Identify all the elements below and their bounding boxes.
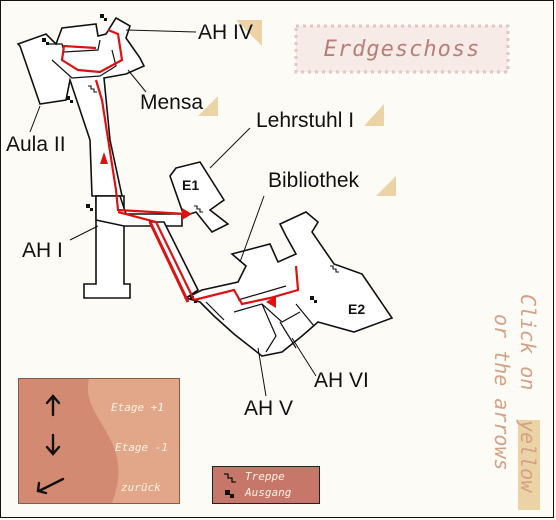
highlight-triangles[interactable] <box>198 20 396 196</box>
highlight-bibliothek[interactable] <box>376 176 396 196</box>
click-hint-yellow[interactable]: yellow <box>516 420 540 493</box>
label-mensa[interactable]: Mensa <box>140 91 204 114</box>
legend: Treppe Ausgang <box>212 466 320 504</box>
click-hint: Click on yellow or the arrows <box>488 292 548 512</box>
label-bibliothek[interactable]: Bibliothek <box>268 169 360 192</box>
label-ah1[interactable]: AH I <box>22 239 63 262</box>
title-decoration <box>294 24 510 74</box>
label-lehrstuhl[interactable]: Lehrstuhl I <box>256 109 355 132</box>
label-ah6[interactable]: AH VI <box>314 369 369 392</box>
wing-north[interactable] <box>16 16 146 197</box>
arrow-back-icon[interactable] <box>35 473 65 497</box>
click-hint-highlight <box>518 420 540 510</box>
highlight-mensa[interactable] <box>198 96 218 116</box>
route-arrow-right-icon <box>182 208 192 220</box>
exit-legend-icon <box>225 490 234 498</box>
evacuation-route <box>60 28 300 306</box>
label-e2[interactable]: E2 <box>348 301 366 317</box>
navigation-panel: Etage +1 Etage -1 zurück <box>18 378 180 504</box>
route-arrows <box>100 152 276 308</box>
stairs-legend-icon <box>224 473 236 483</box>
click-hint-line1: Click on <box>516 294 540 391</box>
page-title: Erdgeschoss <box>323 36 481 62</box>
nav-floor-up[interactable]: Etage +1 <box>111 401 164 414</box>
label-aula2[interactable]: Aula II <box>6 133 66 156</box>
arrow-down-icon[interactable] <box>41 433 65 457</box>
stairs-icons <box>88 85 339 273</box>
leader-lines <box>29 29 317 397</box>
label-ah5[interactable]: AH V <box>244 397 294 420</box>
nav-panel-shape <box>87 379 179 503</box>
wing-south[interactable] <box>183 211 394 357</box>
arrow-up-icon[interactable] <box>41 393 65 417</box>
nav-back[interactable]: zurück <box>121 481 161 494</box>
nav-floor-down[interactable]: Etage -1 <box>115 441 168 454</box>
highlight-ah4[interactable] <box>236 20 262 46</box>
legend-exit: Ausgang <box>245 486 292 499</box>
legend-stairs: Treppe <box>245 470 285 483</box>
label-ah4[interactable]: AH IV <box>198 21 253 44</box>
route-arrow-left-icon <box>266 296 276 308</box>
page-title-box: Erdgeschoss <box>296 26 508 72</box>
label-e1[interactable]: E1 <box>182 177 200 193</box>
click-hint-line2: or the arrows <box>490 314 514 471</box>
route-arrow-down-icon <box>100 152 108 164</box>
highlight-lehrstuhl[interactable] <box>364 104 384 126</box>
